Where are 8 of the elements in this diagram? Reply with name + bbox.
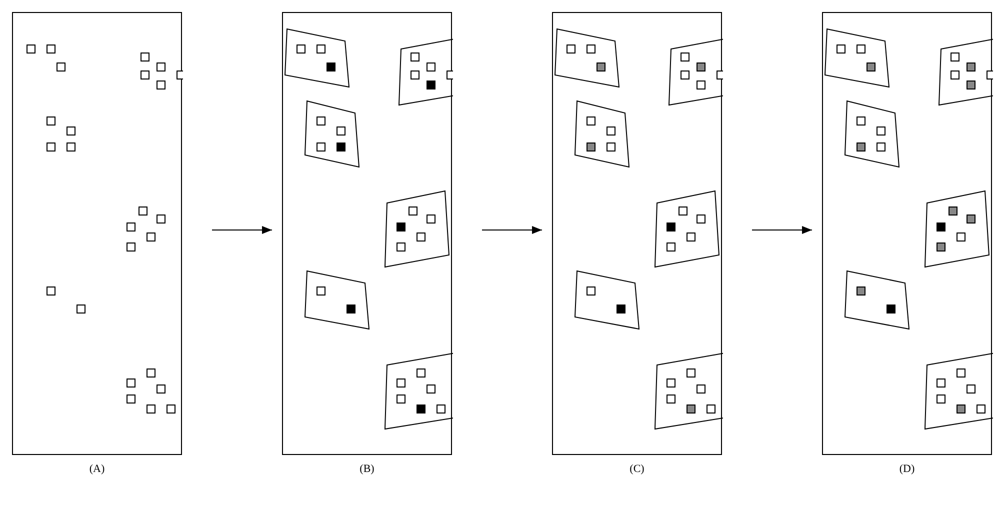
arrow	[482, 226, 542, 234]
panel-caption: (C)	[628, 463, 646, 475]
panel-caption: (D)	[898, 463, 916, 475]
panel-caption: (A)	[88, 463, 106, 475]
arrow	[212, 226, 272, 234]
panel-frame	[12, 12, 182, 455]
arrow	[752, 226, 812, 234]
panel-caption: (B)	[358, 463, 376, 475]
